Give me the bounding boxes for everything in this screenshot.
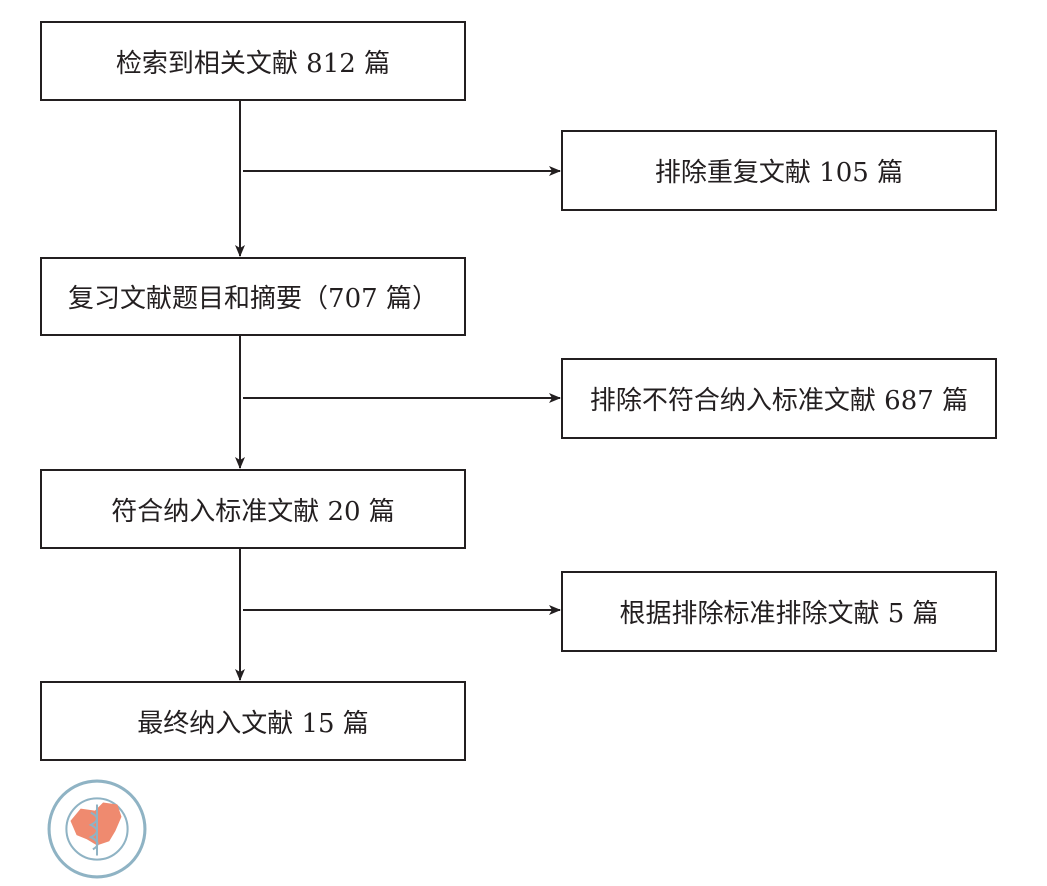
box-step4: 最终纳入文献 15 篇 (40, 681, 466, 761)
box-step2: 复习文献题目和摘要（707 篇） (40, 257, 466, 336)
box-exclude3-label: 根据排除标准排除文献 5 篇 (619, 599, 939, 629)
box-step3-label: 符合纳入标准文献 20 篇 (111, 496, 395, 527)
box-exclude1: 排除重复文献 105 篇 (561, 130, 997, 211)
box-step3: 符合纳入标准文献 20 篇 (40, 469, 466, 549)
box-step1-label: 检索到相关文献 812 篇 (115, 48, 391, 79)
box-step4-label: 最终纳入文献 15 篇 (137, 708, 369, 739)
box-exclude3: 根据排除标准排除文献 5 篇 (561, 571, 997, 652)
box-exclude2: 排除不符合纳入标准文献 687 篇 (561, 358, 997, 439)
box-exclude1-label: 排除重复文献 105 篇 (654, 158, 904, 188)
box-exclude2-label: 排除不符合纳入标准文献 687 篇 (589, 386, 969, 416)
chinese-medical-association-logo (47, 779, 147, 879)
box-step2-label: 复习文献题目和摘要（707 篇） (68, 284, 438, 314)
box-step1: 检索到相关文献 812 篇 (40, 21, 466, 101)
